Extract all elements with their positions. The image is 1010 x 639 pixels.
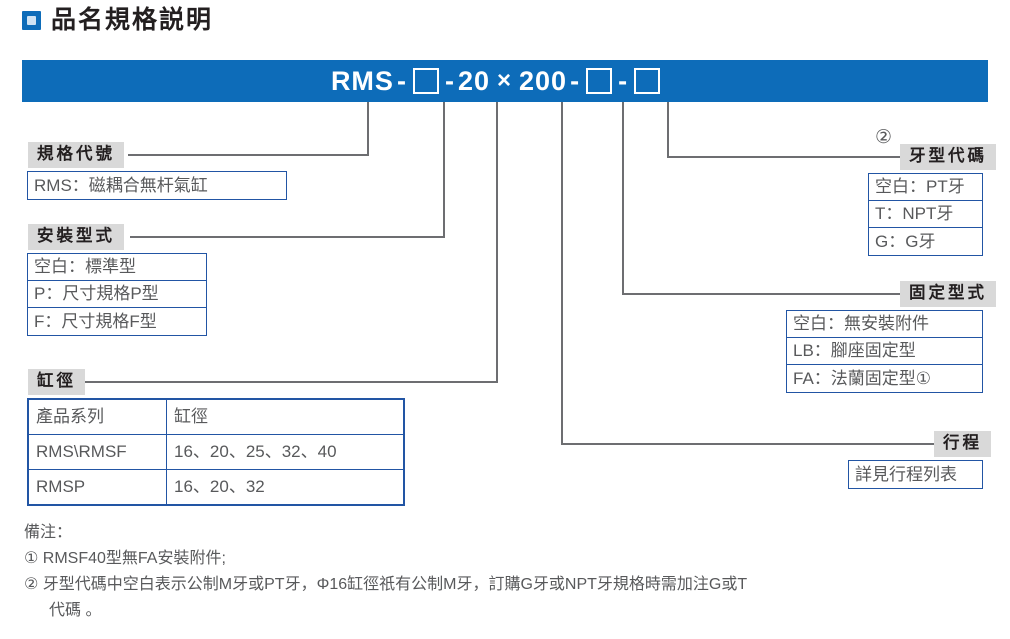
bore-row0-values: 16、20、25、32、40 xyxy=(166,434,404,470)
bore-header-series: 產品系列 xyxy=(28,399,167,435)
fixing-type-row-2: FA：法蘭固定型① xyxy=(793,368,932,388)
model-code-bore: 20 xyxy=(457,65,490,96)
note-item-2-cont: 代碼 。 xyxy=(49,602,102,619)
notes-title: 備注： xyxy=(24,524,73,541)
box-stroke: 詳見行程列表 xyxy=(848,460,983,489)
model-code-bar: RMS--20×200-- xyxy=(22,60,988,102)
footnote-marker-2: ② xyxy=(875,127,893,148)
mount-type-row-0: 空白：標準型 xyxy=(28,254,206,281)
leader-line-thread-code-vertical xyxy=(667,102,669,157)
bore-row0-series: RMS\RMSF xyxy=(28,434,167,470)
leader-line-stroke-horizontal xyxy=(561,443,936,445)
box-fixing-type: 空白：無安裝附件 LB：腳座固定型 FA：法蘭固定型① xyxy=(786,310,983,393)
tag-bore: 缸徑 xyxy=(28,369,85,395)
model-code-dash-4: - xyxy=(618,65,629,96)
leader-line-fixing-type-vertical xyxy=(622,102,624,294)
thread-code-row-2: G：G牙 xyxy=(875,231,936,251)
notes-block: 備注： ① RMSF40型無FA安裝附件; ② 牙型代碼中空白表示公制M牙或PT… xyxy=(24,520,984,624)
tag-mount-type: 安裝型式 xyxy=(28,224,124,250)
table-bore: 產品系列 缸徑 RMS\RMSF 16、20、25、32、40 RMSP 16、… xyxy=(27,398,405,506)
fixing-type-row-1: LB：腳座固定型 xyxy=(787,338,982,365)
model-code-multiply: × xyxy=(496,67,512,94)
tag-spec-code: 規格代號 xyxy=(28,142,124,168)
page-heading: 品名規格説明 xyxy=(22,8,213,33)
model-code-prefix: RMS xyxy=(330,65,394,96)
box-thread-code: 空白：PT牙 T：NPT牙 G：G牙 xyxy=(868,173,983,256)
spec-code-row-0: RMS：磁耦合無杆氣缸 xyxy=(34,175,208,195)
model-code-placeholder-2 xyxy=(586,68,613,94)
blue-square-bullet-icon xyxy=(22,11,41,30)
model-code-placeholder-1 xyxy=(412,68,439,94)
bore-row1-series: RMSP xyxy=(28,469,167,505)
leader-line-bore-horizontal xyxy=(84,381,498,383)
leader-line-stroke-vertical xyxy=(561,102,563,444)
tag-stroke: 行程 xyxy=(934,431,991,457)
table-row: RMS\RMSF 16、20、25、32、40 xyxy=(28,434,404,470)
tag-fixing-type: 固定型式 xyxy=(900,281,996,307)
stroke-row-0: 詳見行程列表 xyxy=(855,464,957,484)
table-row: RMSP 16、20、32 xyxy=(28,469,404,505)
model-code-stroke: 200 xyxy=(519,65,568,96)
bore-header-bore: 缸徑 xyxy=(166,399,404,435)
leader-line-spec-code-horizontal xyxy=(128,154,369,156)
tag-thread-code: 牙型代碼 xyxy=(900,144,996,170)
fixing-type-row-0: 空白：無安裝附件 xyxy=(787,311,982,338)
leader-line-mount-type-horizontal xyxy=(130,236,445,238)
note-item-2: ② 牙型代碼中空白表示公制M牙或PT牙，Φ16缸徑祇有公制M牙，訂購G牙或NPT… xyxy=(24,576,748,593)
model-code-dash-3: - xyxy=(570,65,581,96)
box-mount-type: 空白：標準型 P：尺寸規格P型 F：尺寸規格F型 xyxy=(27,253,207,336)
model-code-dash-2: - xyxy=(444,65,455,96)
leader-line-mount-type-vertical xyxy=(443,102,445,237)
leader-line-thread-code-horizontal xyxy=(667,156,900,158)
table-row-header: 產品系列 缸徑 xyxy=(28,399,404,435)
note-item-1: ① RMSF40型無FA安裝附件; xyxy=(24,550,226,567)
box-spec-code: RMS：磁耦合無杆氣缸 xyxy=(27,171,287,200)
thread-code-row-1: T：NPT牙 xyxy=(869,201,982,228)
model-code-placeholder-3 xyxy=(634,68,661,94)
leader-line-bore-vertical xyxy=(496,102,498,382)
leader-line-fixing-type-horizontal xyxy=(622,293,910,295)
mount-type-row-2: F：尺寸規格F型 xyxy=(34,311,157,331)
model-code-dash-1: - xyxy=(396,65,407,96)
mount-type-row-1: P：尺寸規格P型 xyxy=(28,281,206,308)
model-code: RMS--20×200-- xyxy=(331,66,663,97)
page-title: 品名規格説明 xyxy=(51,6,214,34)
leader-line-spec-code-vertical xyxy=(367,102,369,156)
bore-row1-values: 16、20、32 xyxy=(166,469,404,505)
thread-code-row-0: 空白：PT牙 xyxy=(869,174,982,201)
